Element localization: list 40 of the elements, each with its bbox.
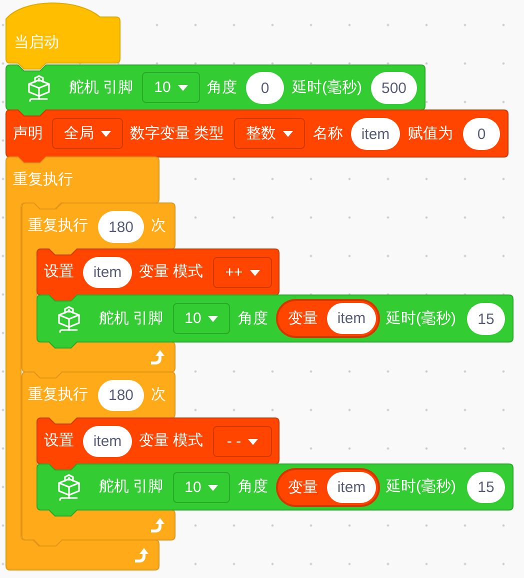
block-label: 重复执行 [28,386,88,404]
block-label: 次 [151,386,166,404]
block-label: 变量 模式 [139,263,204,281]
dropdown: 整数 [234,118,305,149]
command-block [37,464,513,516]
value-field: item [327,303,376,334]
block-label: 角度 [238,310,268,328]
block-label: 当启动 [14,34,59,52]
value-field: item [327,472,376,503]
hat-block [6,3,120,69]
block-label: 舵机 引脚 [69,78,134,96]
block-label: 延时(毫秒) [386,478,456,496]
reporter-block [276,299,380,338]
block-label: 舵机 引脚 [99,310,164,328]
block-label: 舵机 引脚 [99,478,164,496]
block-label: 声明 [13,124,43,142]
block-label: 变量 [288,310,318,328]
block-label: 重复执行 [28,217,88,235]
block-label: 数字变量 类型 [130,124,224,142]
dropdown: 10 [173,303,230,334]
dropdown: 10 [142,72,200,103]
dropdown: - - [213,426,272,457]
command-block [37,295,513,348]
dropdown: 全局 [52,118,123,149]
block-label: 赋值为 [408,124,453,142]
block-label: 次 [151,217,166,235]
dropdown: ++ [213,257,272,288]
block-label: 设置 [44,263,74,281]
block-label: 角度 [238,478,268,496]
block-label: 变量 [288,478,318,496]
block-label: 名称 [313,124,343,142]
block-label: 延时(毫秒) [292,78,362,96]
dropdown: 10 [173,472,230,503]
block-label: 角度 [207,78,237,96]
block-label: 延时(毫秒) [386,310,456,328]
block-label: 变量 模式 [139,432,204,450]
command-block [6,110,508,163]
block-label: 设置 [44,432,74,450]
block-label: 重复执行 [13,171,73,189]
reporter-block [276,468,380,507]
